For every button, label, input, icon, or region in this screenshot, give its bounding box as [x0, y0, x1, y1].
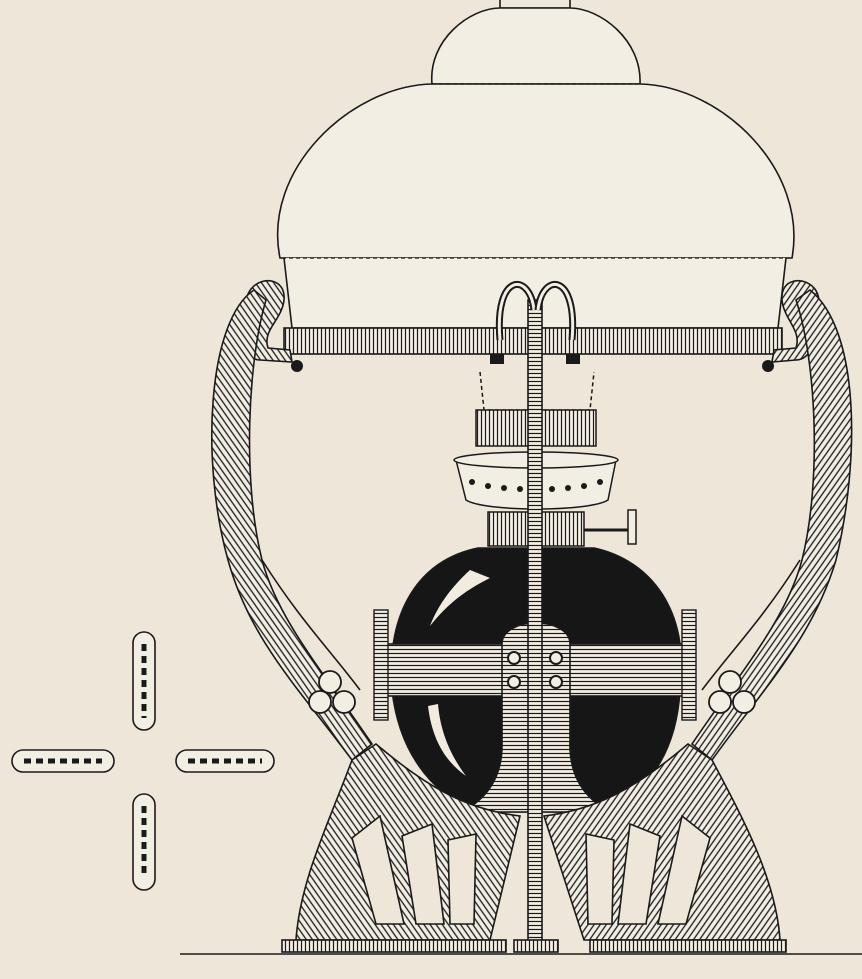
band-clip-right: [681, 609, 697, 721]
band-clip-left: [373, 609, 389, 721]
font-highlight-bottom: [428, 704, 466, 776]
trefoil-left: [308, 670, 356, 714]
section-dashes: [24, 644, 262, 878]
dome-shade: [276, 0, 795, 329]
trefoil-right: [708, 670, 756, 714]
font-highlight-top: [430, 570, 490, 626]
stand-feet: [281, 742, 787, 953]
plate-rivets: [507, 651, 563, 689]
ring-screws: [291, 354, 774, 372]
burner-beads: [469, 479, 603, 492]
burner: [453, 371, 637, 547]
central-rod: [495, 281, 577, 943]
